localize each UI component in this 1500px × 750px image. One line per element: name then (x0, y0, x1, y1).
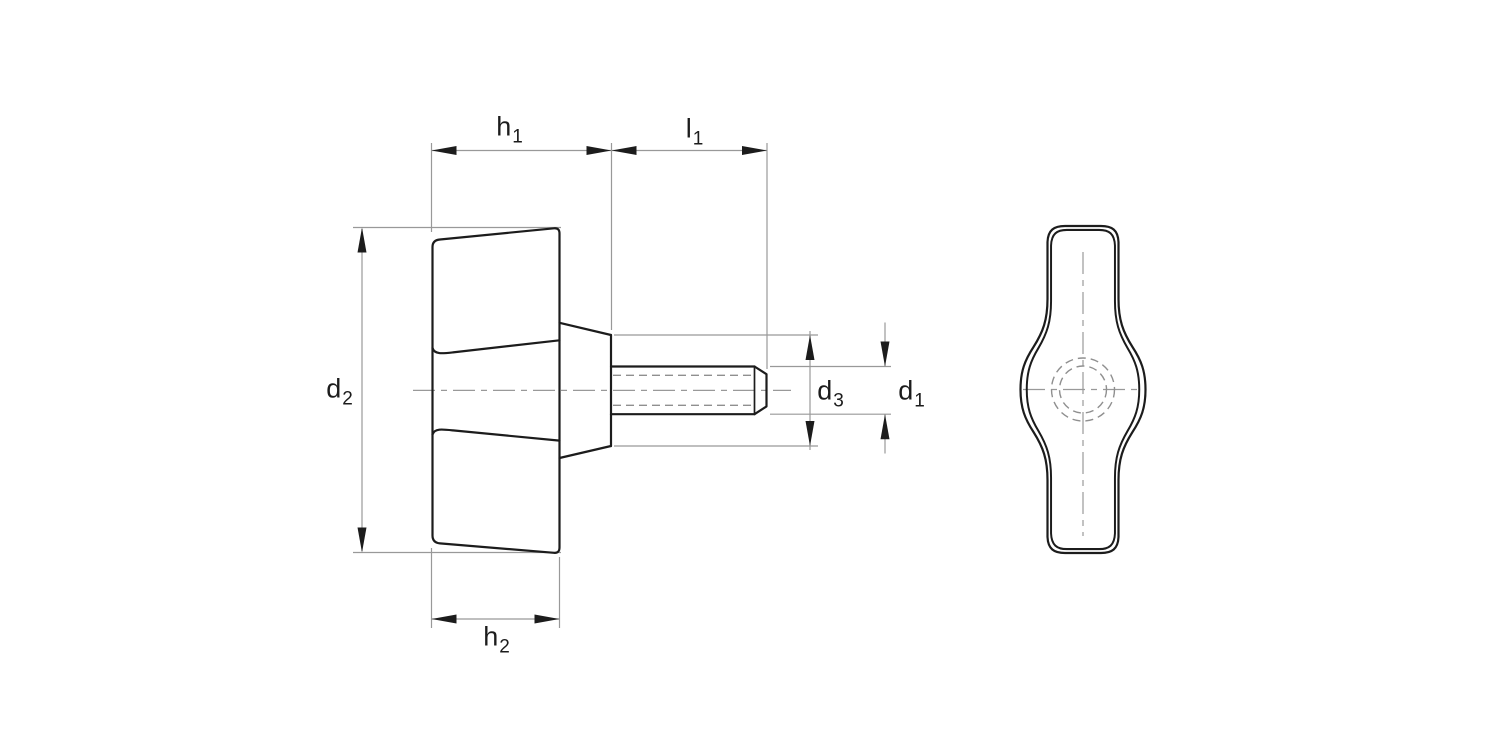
arrowhead-l1-right (742, 146, 767, 155)
dim-label-d2-sub: 2 (342, 388, 353, 410)
dim-label-d3: d3 (817, 375, 844, 411)
extension-lines (353, 143, 891, 628)
dim-label-h2-sub: 2 (499, 636, 510, 658)
arrowhead-h1-right (586, 146, 612, 155)
arrowhead-h2-left (431, 614, 457, 624)
dim-label-h2: h2 (483, 621, 510, 657)
dimension-lines (361, 149, 886, 620)
dim-label-d1-sub: 1 (914, 390, 925, 412)
arrowhead-h2-right (534, 614, 560, 624)
dim-label-h1: h1 (496, 111, 523, 147)
thread-minor-circle (1058, 365, 1108, 414)
dimension-arrowheads (357, 146, 890, 624)
arrowhead-d3-bottom (805, 421, 815, 446)
dim-label-l1-sub: 1 (692, 128, 704, 150)
hub-taper-bottom (558, 444, 613, 460)
hub-taper-top (558, 321, 613, 337)
arrowhead-l1-left (611, 146, 637, 155)
side-view (413, 227, 791, 554)
knob-face-outline-outer (1019, 224, 1147, 555)
dim-label-h1-sub: 1 (512, 126, 523, 148)
dim-label-d2: d2 (326, 373, 353, 409)
thread-major-circle (1050, 357, 1116, 422)
hub-wing-intersection-upper (431, 339, 561, 355)
dim-label-d1: d1 (898, 375, 925, 411)
knob-wing-outline (431, 227, 561, 554)
front-view (1019, 224, 1147, 555)
dim-label-h2-base: h (483, 621, 499, 652)
dim-label-d2-base: d (326, 373, 342, 404)
dim-label-l1-base: l (685, 113, 692, 144)
dim-label-d3-sub: 3 (833, 390, 844, 412)
dim-label-h1-base: h (496, 111, 512, 142)
dim-label-l1: l1 (685, 113, 704, 149)
stud-tip-chamfer (753, 365, 768, 416)
dim-label-d3-base: d (817, 375, 833, 406)
arrowhead-d2-top (357, 227, 367, 253)
hub-wing-intersection-lower (431, 428, 561, 442)
arrowhead-d3-top (805, 335, 815, 360)
arrowhead-d1-top (880, 341, 890, 367)
arrowhead-d1-bottom (880, 414, 890, 440)
dim-label-d1-base: d (898, 375, 914, 406)
arrowhead-h1-left (431, 146, 457, 155)
arrowhead-d2-bottom (357, 527, 367, 553)
